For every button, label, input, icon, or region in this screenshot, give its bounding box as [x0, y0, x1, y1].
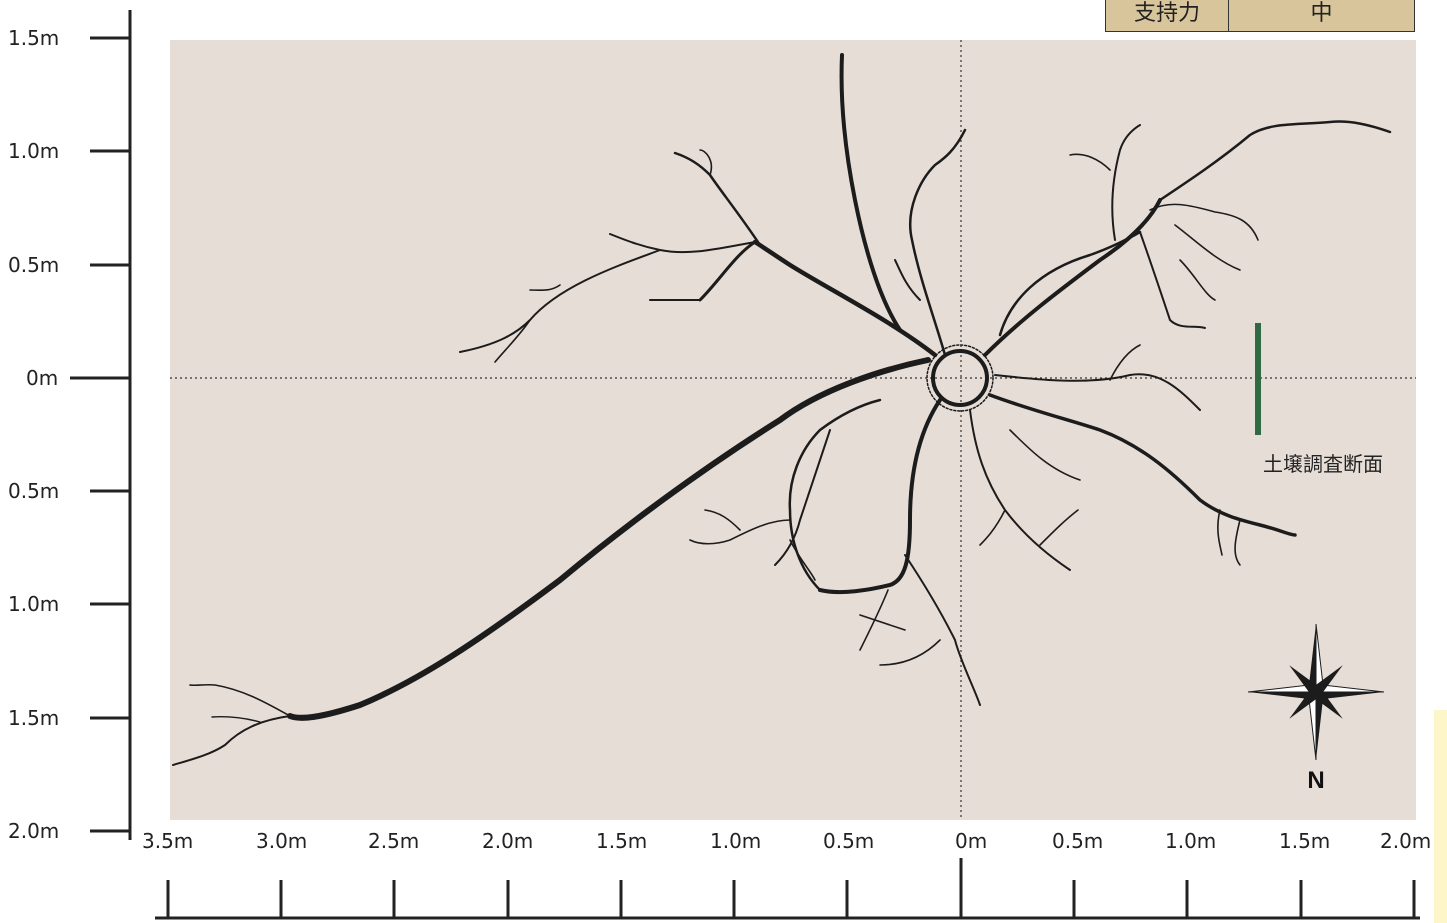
x-tick-label: 0.5m — [1052, 829, 1103, 853]
root-system — [172, 53, 1392, 766]
x-tick-label: 3.0m — [256, 829, 307, 853]
root-south — [818, 398, 942, 595]
y-tick-label: 1.5m — [8, 706, 59, 730]
x-tick-label: 3.5m — [142, 829, 193, 853]
root-se — [988, 393, 1297, 537]
support-strength-key: 支持力 — [1106, 0, 1229, 31]
y-axis — [70, 10, 132, 840]
soil-section-label: 土壌調査断面 — [1263, 452, 1383, 476]
support-strength-value: 中 — [1229, 0, 1414, 31]
x-axis-labels: 3.5m 3.0m 2.5m 2.0m 1.5m 1.0m 0.5m 0m 0.… — [142, 829, 1431, 853]
y-tick-label: 0.5m — [8, 253, 59, 277]
y-tick-label: 1.5m — [8, 26, 59, 50]
plot-area — [170, 40, 1416, 820]
y-tick-label: 1.0m — [8, 592, 59, 616]
root-ne — [983, 198, 1162, 357]
y-axis-labels: 1.5m 1.0m 0.5m 0m 0.5m 1.0m 1.5m 2.0m — [8, 26, 59, 843]
y-tick-label: 1.0m — [8, 139, 59, 163]
x-tick-label: 1.0m — [1165, 829, 1216, 853]
x-tick-label: 1.5m — [596, 829, 647, 853]
x-tick-label: 0.5m — [823, 829, 874, 853]
y-tick-label: 0m — [26, 366, 58, 390]
root-collar — [931, 349, 989, 407]
y-tick-label: 2.0m — [8, 819, 59, 843]
side-panel-edge — [1434, 710, 1447, 923]
main-root-sw — [287, 357, 931, 721]
x-tick-label: 1.0m — [710, 829, 761, 853]
y-tick-label: 0.5m — [8, 479, 59, 503]
root-north — [839, 53, 902, 332]
compass-north-label: N — [1307, 767, 1324, 794]
x-tick-label: 1.5m — [1279, 829, 1330, 853]
x-tick-label: 2.0m — [482, 829, 533, 853]
x-tick-label: 2.0m — [1380, 829, 1431, 853]
x-tick-label: 0m — [955, 829, 987, 853]
compass-rose-icon — [1247, 623, 1385, 761]
x-axis — [155, 858, 1420, 920]
support-strength-table: 支持力 中 — [1105, 0, 1415, 32]
x-tick-label: 2.5m — [368, 829, 419, 853]
